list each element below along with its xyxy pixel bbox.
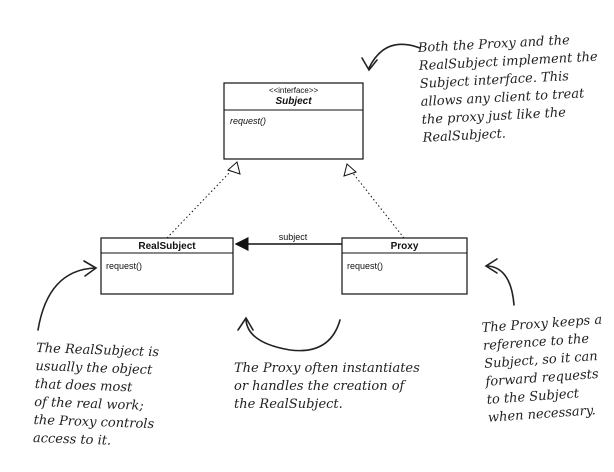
note-bottom-left-line: usually the object <box>35 359 153 378</box>
callout-arrow-top-right <box>361 43 421 72</box>
note-bottom-left-line: The RealSubject is <box>36 341 160 360</box>
note-bottom-left-line: access to it. <box>33 431 112 449</box>
realization-realsubject <box>166 161 241 239</box>
note-bottom-left-line: the Proxy controls <box>33 413 154 432</box>
realsubject-method: request() <box>106 261 142 271</box>
note-bottom-right-line: reference to the <box>482 332 589 354</box>
callout-arrow-bottom-left <box>37 260 98 331</box>
subject-interface-box: <<interface>> Subject request() <box>223 82 364 160</box>
note-bottom-center-line: the RealSubject. <box>234 397 343 412</box>
note-bottom-right: The Proxy keeps a reference to the Subje… <box>481 313 602 426</box>
note-bottom-center-line: The Proxy often instantiates <box>234 361 420 376</box>
subject-stereotype: <<interface>> <box>269 86 319 95</box>
note-bottom-center: The Proxy often instantiates or handles … <box>234 361 420 412</box>
note-bottom-right-line: to the Subject <box>486 386 580 407</box>
note-bottom-left-line: of the real work; <box>34 395 144 414</box>
note-bottom-left-line: that does most <box>35 377 134 395</box>
association-arrow: subject <box>234 232 342 251</box>
callout-arrow-bottom-right <box>484 258 515 306</box>
note-top-right-line: RealSubject. <box>421 127 506 146</box>
proxy-name: Proxy <box>391 241 419 252</box>
proxy-method: request() <box>347 261 383 271</box>
association-label: subject <box>279 232 308 242</box>
subject-name: Subject <box>275 96 312 107</box>
realization-proxy <box>343 163 405 239</box>
proxy-class-box: Proxy request() <box>341 237 468 295</box>
subject-method: request() <box>230 116 266 126</box>
note-top-right: Both the Proxy and the RealSubject imple… <box>417 33 599 146</box>
realsubject-name: RealSubject <box>138 241 196 252</box>
callout-arrow-bottom-center <box>237 316 341 352</box>
realsubject-class-box: RealSubject request() <box>100 237 234 295</box>
note-bottom-center-line: or handles the creation of <box>234 379 407 394</box>
note-bottom-left: The RealSubject is usually the object th… <box>33 341 160 449</box>
